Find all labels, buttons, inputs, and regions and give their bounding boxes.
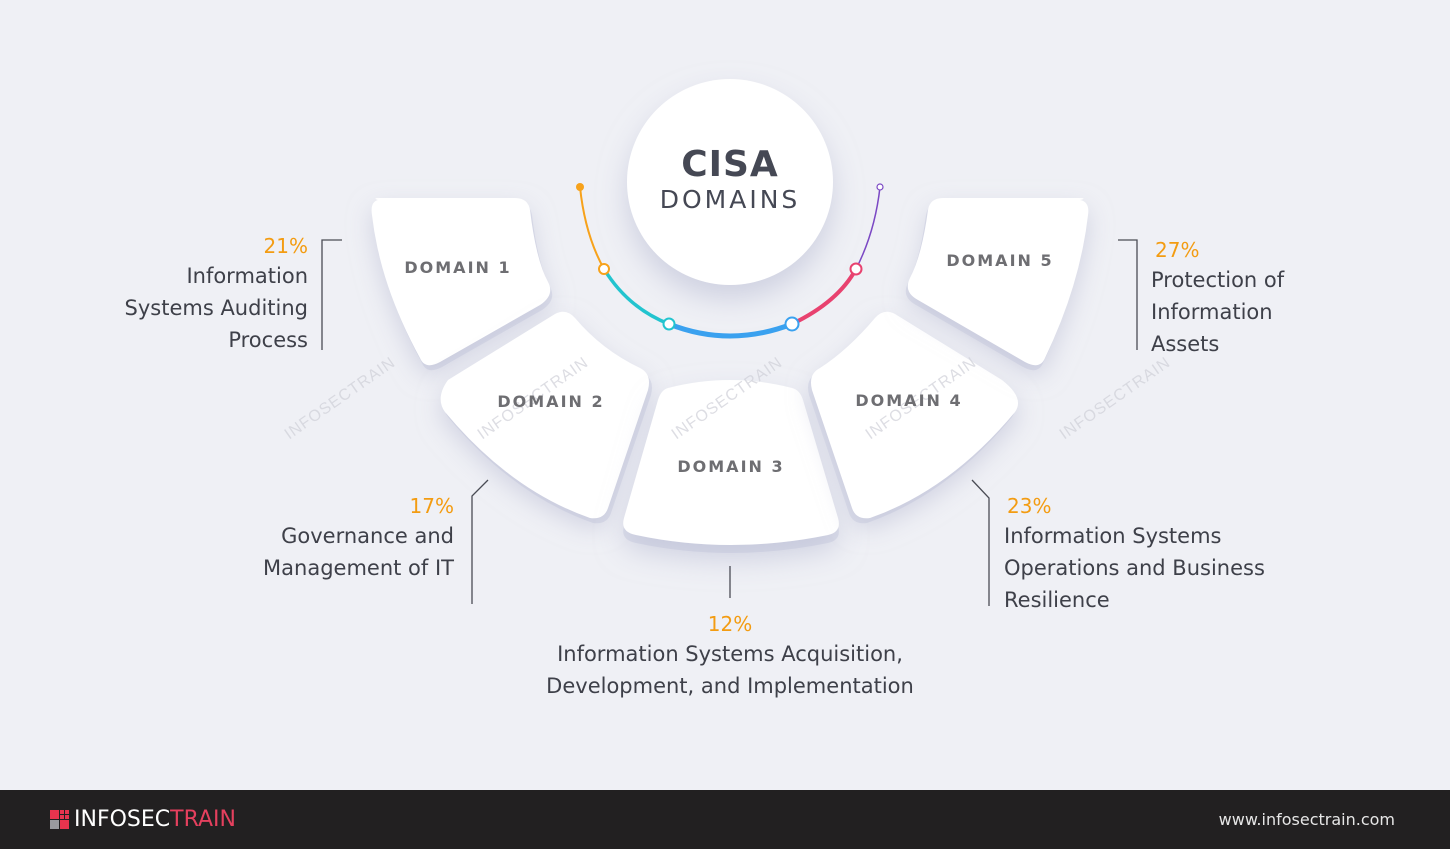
brand-name-part-2: TRAIN — [170, 807, 236, 832]
domain-5-label: DOMAIN 5 — [946, 251, 1054, 270]
arc-node-4 — [849, 262, 863, 276]
title-line-1: CISA — [681, 144, 779, 185]
center-circle — [627, 79, 833, 285]
domain-1-description: 21% Information Systems Auditing Process — [125, 232, 308, 356]
arc-node-end — [876, 183, 884, 191]
website-link[interactable]: www.infosectrain.com — [1218, 810, 1395, 829]
connector-domain-1 — [321, 239, 342, 350]
footer-bar: INFOSECTRAIN www.infosectrain.com — [0, 790, 1450, 849]
arc-segment-3 — [668, 321, 793, 339]
domain-3-label: DOMAIN 3 — [677, 457, 785, 476]
arc-node-start — [576, 183, 584, 191]
diagram-graphics — [321, 79, 1138, 606]
domain-4-card — [808, 311, 1019, 524]
cisa-domains-diagram: INFOSECTRAIN INFOSECTRAIN INFOSECTRAIN I… — [125, 79, 1284, 702]
brand-logo[interactable]: INFOSECTRAIN — [50, 807, 236, 832]
domain-2-card — [440, 311, 652, 524]
domain-5-description: 27% Protection of Information Assets — [1151, 236, 1284, 360]
domain-5-line: Information — [1151, 300, 1273, 324]
connector-domain-4 — [971, 479, 990, 606]
domain-4-label: DOMAIN 4 — [855, 391, 963, 410]
domain-5-line: Assets — [1151, 332, 1220, 356]
domain-5-card — [905, 198, 1089, 371]
domain-1-line: Information — [186, 264, 308, 288]
domain-1-card — [371, 198, 553, 371]
domain-5-percent: 27% — [1155, 238, 1200, 262]
domain-3-description: 12% Information Systems Acquisition, Dev… — [480, 610, 980, 702]
connector-domain-2 — [471, 479, 489, 604]
arc-node-3 — [784, 316, 800, 332]
domain-2-percent: 17% — [409, 494, 454, 518]
brand-name: INFOSECTRAIN — [74, 807, 236, 832]
brand-name-part-1: INFOSEC — [74, 807, 171, 832]
domain-1-line: Systems Auditing — [124, 296, 308, 320]
domain-3-line: Information Systems Acquisition, — [557, 642, 903, 666]
domain-4-line: Operations and Business — [1004, 556, 1265, 580]
domain-4-line: Information Systems — [1004, 524, 1222, 548]
arc-segment-2 — [602, 268, 670, 326]
domain-5-line: Protection of — [1151, 268, 1285, 292]
domain-2-label: DOMAIN 2 — [497, 392, 605, 411]
domain-4-description: 23% Information Systems Operations and B… — [1004, 492, 1265, 616]
domain-2-line: Management of IT — [263, 556, 454, 580]
connector-lines — [321, 239, 1138, 606]
connector-domain-5 — [1118, 239, 1138, 350]
center-title: CISA DOMAINS — [630, 145, 830, 215]
arc-segment-1 — [579, 186, 605, 270]
arc-segment-4 — [791, 268, 858, 326]
arc-node-2 — [662, 317, 676, 331]
domain-4-percent: 23% — [1007, 494, 1052, 518]
domain-1-label: DOMAIN 1 — [404, 258, 512, 277]
title-line-2: DOMAINS — [659, 185, 801, 214]
domain-1-percent: 21% — [263, 234, 308, 258]
domain-3-line: Development, and Implementation — [546, 674, 914, 698]
arc-node-1 — [598, 263, 610, 275]
logo-icon — [50, 809, 69, 829]
domain-2-line: Governance and — [281, 524, 454, 548]
domain-1-line: Process — [228, 328, 308, 352]
arc-segment-5 — [855, 186, 881, 270]
progress-arc — [576, 183, 884, 339]
domain-2-description: 17% Governance and Management of IT — [263, 492, 454, 584]
domain-4-line: Resilience — [1004, 588, 1110, 612]
domain-3-card — [623, 380, 839, 553]
domain-3-percent: 12% — [707, 612, 753, 636]
